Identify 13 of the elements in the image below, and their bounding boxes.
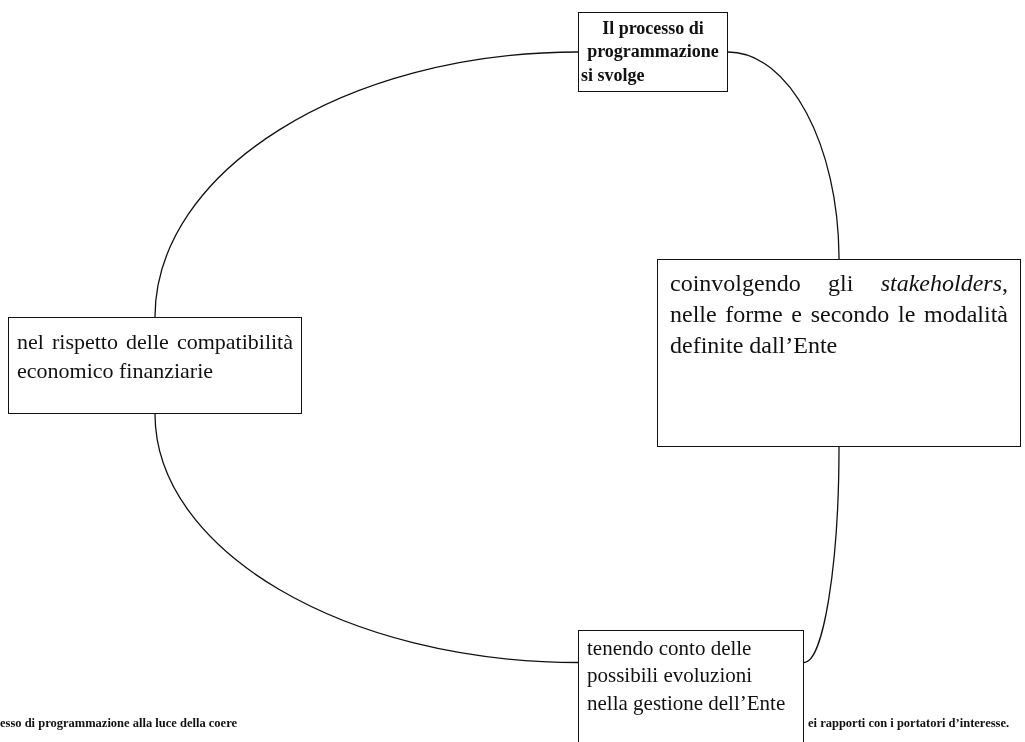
box-text: Il processo di programmazione si svolge (581, 17, 720, 87)
box-text: coinvolgendo gli stakeholders, nelle forme e secondo le modalità definite dall’Ente (670, 269, 1008, 361)
connector-arc (803, 446, 840, 664)
text-box (8, 317, 302, 414)
caption-fragment: esso di programmazione alla luce della coere (0, 716, 237, 731)
connector-arc (154, 413, 579, 664)
text-box (578, 630, 804, 742)
connector-arc (154, 51, 579, 318)
box-text: tenendo conto delle possibili evoluzioni nella gestione dell’Ente (587, 635, 787, 717)
connector-arc (727, 51, 840, 260)
text-box (657, 259, 1021, 447)
text-box (578, 12, 728, 92)
box-text: nel rispetto delle compatibilità economico finanziarie (17, 328, 293, 385)
